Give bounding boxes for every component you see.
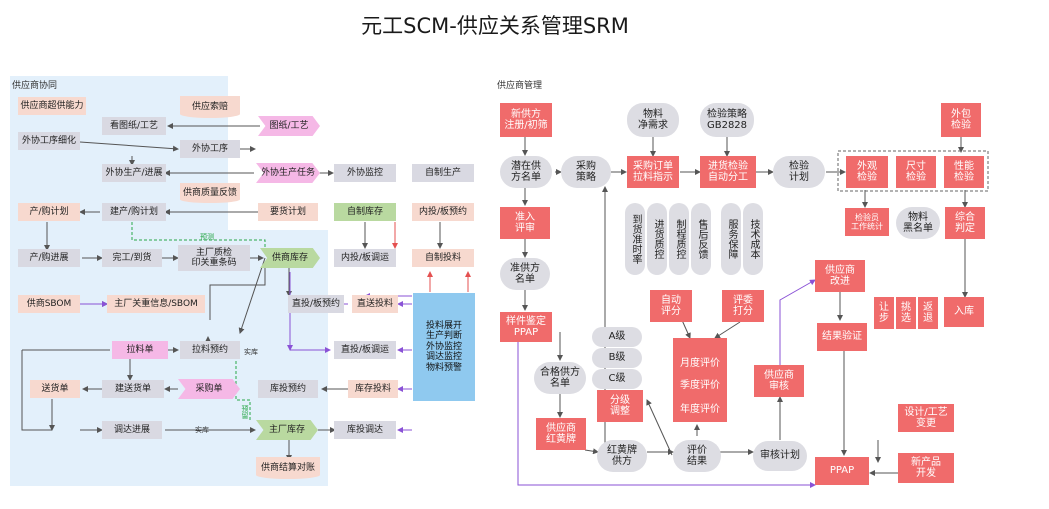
- grade-b-node[interactable]: B级: [592, 348, 642, 368]
- main-info-node[interactable]: 主厂关重信息/SBOM: [107, 295, 205, 313]
- size-node[interactable]: 尺寸 检验: [896, 156, 936, 188]
- progress-transfer-node[interactable]: 调达进展: [102, 421, 162, 439]
- progress-node[interactable]: 产/购进展: [18, 249, 80, 267]
- purchase-order-node[interactable]: 采购单: [178, 379, 240, 399]
- outsource-process-node[interactable]: 外协工序: [180, 140, 240, 158]
- criterion-process-quality: 制程质控: [669, 203, 689, 275]
- blacklist-node[interactable]: 物料 黑名单: [896, 207, 940, 239]
- direct-reserve-node[interactable]: 直投/板预约: [288, 295, 344, 313]
- actual-label-1: 实库: [244, 348, 258, 356]
- inner-reserve-node[interactable]: 内投/板预约: [412, 203, 474, 221]
- page-title: 元工SCM-供应关系管理SRM: [361, 14, 629, 38]
- left-panel-bg-2: [228, 230, 328, 486]
- yearly-label: 年度评价: [680, 404, 720, 416]
- delivery-node[interactable]: 送货单: [30, 380, 80, 398]
- red-yellow-supplier-node[interactable]: 红黄牌 供方: [597, 440, 647, 472]
- pull-order-node[interactable]: 拉料单: [112, 341, 168, 359]
- inspect-strategy-node[interactable]: 检验策略 GB2828: [700, 103, 754, 137]
- criterion-incoming-quality: 进货质控: [647, 203, 667, 275]
- result-verify-node[interactable]: 结果验证: [817, 323, 867, 351]
- judgement-node[interactable]: 综合 判定: [945, 207, 985, 239]
- qualified-list-node[interactable]: 准供方 名单: [500, 258, 550, 290]
- request-plan-node[interactable]: 要货计划: [258, 203, 318, 221]
- drawings-node[interactable]: 图纸/工艺: [258, 116, 320, 136]
- po-pull-node[interactable]: 采购订单 拉料指示: [627, 156, 679, 188]
- grade-adjust-node[interactable]: 分级 调整: [597, 390, 643, 422]
- right-section-label: 供应商管理: [497, 81, 543, 91]
- quarterly-label: 季度评价: [680, 380, 720, 392]
- supplier-audit-node[interactable]: 供应商 审核: [754, 365, 804, 397]
- design-change-node[interactable]: 设计/工艺 变更: [898, 404, 954, 432]
- ppap-sample-node[interactable]: 样件鉴定 PPAP: [500, 312, 552, 342]
- potential-node[interactable]: 潜在供 方名单: [500, 156, 552, 188]
- warehouse-node[interactable]: 入库: [944, 297, 984, 327]
- select-node[interactable]: 挑 选: [896, 297, 916, 329]
- finish-node[interactable]: 完工/到货: [102, 249, 162, 267]
- inspect-plan-node[interactable]: 检验 计划: [773, 156, 825, 188]
- stock-reserve-node[interactable]: 库投预约: [258, 380, 318, 398]
- forecast-label: 预测: [200, 233, 214, 241]
- plan-node[interactable]: 产/购计划: [18, 203, 80, 221]
- monitor-box[interactable]: 投料展开 生产判断 外协监控 调达监控 物料预警: [413, 293, 475, 401]
- settlement-node[interactable]: 供商结算对账: [256, 457, 320, 479]
- drawings-view-node[interactable]: 看图纸/工艺: [102, 117, 166, 135]
- main-stock-node[interactable]: 主厂库存: [256, 420, 318, 440]
- committee-score-node[interactable]: 评委 打分: [722, 290, 764, 322]
- inner-transfer-node[interactable]: 内投/板调运: [334, 249, 396, 267]
- performance-node[interactable]: 性能 检验: [944, 156, 984, 188]
- capacity-node[interactable]: 供应商超供能力: [18, 97, 86, 115]
- pull-reserve-node[interactable]: 拉料预约: [180, 341, 240, 359]
- quality-feedback-node[interactable]: 供商质量反馈: [180, 183, 240, 203]
- net-demand-node[interactable]: 物料 净需求: [627, 103, 679, 137]
- outsource-task-node[interactable]: 外协生产任务: [256, 163, 320, 183]
- claim-node[interactable]: 供应索赔: [180, 96, 240, 118]
- ppap-node[interactable]: PPAP: [815, 457, 869, 485]
- auto-score-node[interactable]: 自动 评分: [650, 290, 692, 322]
- outsource-progress-node[interactable]: 外协生产/进展: [102, 164, 166, 182]
- supplier-improve-node[interactable]: 供应商 改进: [815, 260, 865, 292]
- red-yellow-node[interactable]: 供应商 红黄牌: [536, 418, 586, 450]
- sbom-node[interactable]: 供商SBOM: [18, 295, 80, 313]
- incoming-inspect-node[interactable]: 进货检验 自动分工: [700, 156, 756, 188]
- stock-material-node[interactable]: 库存投料: [348, 380, 398, 398]
- supplier-stock-node[interactable]: 供商库存: [260, 248, 320, 268]
- direct-material-node[interactable]: 直送投料: [352, 295, 398, 313]
- inspection-node[interactable]: 主厂质检 印关重条码: [178, 245, 250, 271]
- direct-transfer-node[interactable]: 直投/板调运: [334, 341, 396, 359]
- concession-node[interactable]: 让 步: [874, 297, 894, 329]
- appearance-node[interactable]: 外观 检验: [846, 156, 888, 188]
- actual-label-2: 实库: [195, 426, 209, 434]
- eval-result-node[interactable]: 评价 结果: [673, 440, 721, 472]
- stock-transfer-node[interactable]: 库投调达: [334, 421, 396, 439]
- criterion-after-sales: 售后反馈: [691, 203, 711, 275]
- self-production-node[interactable]: 自制生产: [412, 164, 474, 182]
- inspector-stats-node[interactable]: 检验员 工作统计: [845, 208, 889, 236]
- new-supplier-node[interactable]: 新供方 注册/初筛: [500, 103, 552, 137]
- outsource-detail-node[interactable]: 外协工序细化: [18, 132, 80, 150]
- return-node[interactable]: 返 退: [918, 297, 938, 329]
- self-stock-node[interactable]: 自制库存: [334, 203, 396, 221]
- purchase-strategy-node[interactable]: 采购 策略: [561, 156, 611, 188]
- left-section-label: 供应商协同: [12, 81, 58, 91]
- qualified-supplier-node[interactable]: 合格供方 名单: [534, 362, 586, 394]
- inventory-label: 预留: [241, 405, 249, 419]
- grade-a-node[interactable]: A级: [592, 327, 642, 347]
- monthly-node[interactable]: 月度评价: [673, 338, 727, 422]
- criterion-on-time: 到货准时率: [625, 203, 645, 275]
- admission-node[interactable]: 准入 评审: [500, 207, 550, 239]
- new-product-node[interactable]: 新产品 开发: [898, 453, 954, 483]
- self-material-node[interactable]: 自制投料: [412, 249, 474, 267]
- build-delivery-node[interactable]: 建送货单: [102, 380, 164, 398]
- criterion-service: 服务保障: [721, 203, 741, 275]
- audit-plan-node[interactable]: 审核计划: [753, 441, 807, 471]
- grade-c-node[interactable]: C级: [592, 369, 642, 389]
- outsource-inspect-node[interactable]: 外包 检验: [941, 103, 981, 137]
- build-plan-node[interactable]: 建产/购计划: [102, 203, 166, 221]
- criterion-tech-cost: 技术成本: [743, 203, 763, 275]
- outsource-monitor-node[interactable]: 外协监控: [334, 164, 396, 182]
